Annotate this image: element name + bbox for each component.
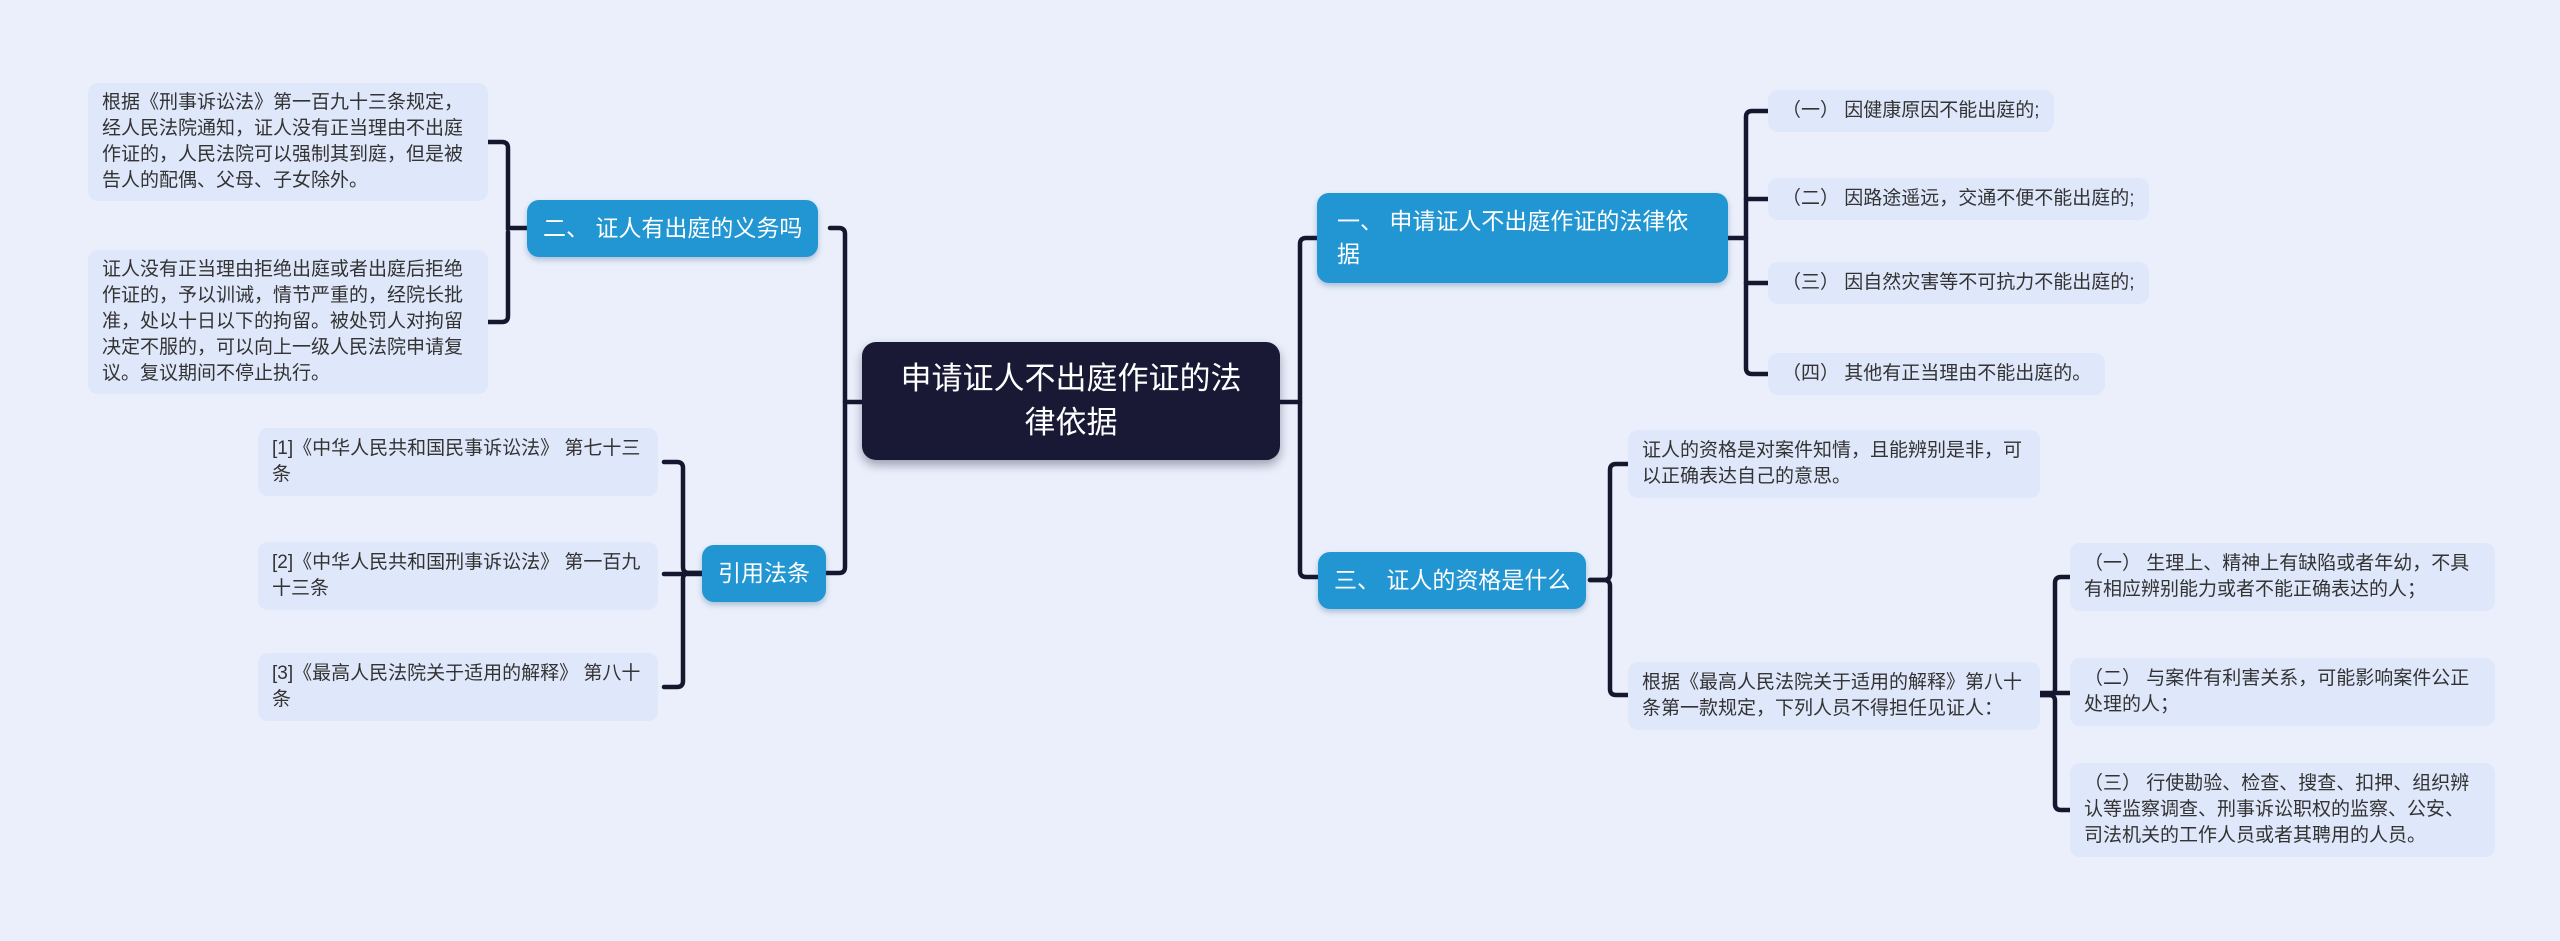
branch-citations[interactable]: 引用法条 bbox=[702, 545, 826, 602]
citation-item-3[interactable]: [3]《最高人民法院关于适用的解释》 第八十条 bbox=[258, 653, 658, 721]
connector-qualification-note-1 bbox=[1587, 461, 1635, 583]
excluded-person-item-3[interactable]: （三） 行使勘验、检查、搜查、扣押、组织辨认等监察调查、刑事诉讼职权的监察、公安… bbox=[2070, 763, 2495, 857]
connector-legal-items-trunk bbox=[1743, 108, 1775, 377]
connector-obligation-note-2 bbox=[485, 229, 511, 325]
connector-excluded-1 bbox=[2035, 574, 2077, 698]
connector-left-trunk bbox=[819, 225, 848, 576]
citation-item-2[interactable]: [2]《中华人民共和国刑事诉讼法》 第一百九十三条 bbox=[258, 542, 658, 610]
qualification-note-1[interactable]: 证人的资格是对案件知情，且能辨别是非，可以正确表达自己的意思。 bbox=[1628, 430, 2040, 498]
qualification-note-2[interactable]: 根据《最高人民法院关于适用的解释》第八十条第一款规定，下列人员不得担任见证人： bbox=[1628, 662, 2040, 730]
legal-basis-item-1[interactable]: （一） 因健康原因不能出庭的; bbox=[1768, 90, 2054, 132]
branch-obligation[interactable]: 二、 证人有出庭的义务吗 bbox=[527, 200, 819, 257]
legal-basis-item-4[interactable]: （四） 其他有正当理由不能出庭的。 bbox=[1768, 353, 2106, 395]
connector-right-trunk bbox=[1297, 235, 1325, 580]
legal-basis-item-3[interactable]: （三） 因自然灾害等不可抗力不能出庭的; bbox=[1768, 262, 2149, 304]
connector-citation-3 bbox=[661, 570, 707, 690]
citation-item-1[interactable]: [1]《中华人民共和国民事诉讼法》 第七十三条 bbox=[258, 428, 658, 496]
excluded-person-item-2[interactable]: （二） 与案件有利害关系，可能影响案件公正处理的人； bbox=[2070, 658, 2495, 726]
connector-citation-1 bbox=[661, 459, 707, 576]
connector-qualification-note-2 bbox=[1587, 577, 1635, 698]
obligation-note-1[interactable]: 根据《刑事诉讼法》第一百九十三条规定，经人民法院通知，证人没有正当理由不出庭作证… bbox=[88, 83, 488, 201]
branch-qualification[interactable]: 三、 证人的资格是什么 bbox=[1318, 552, 1587, 609]
legal-basis-item-2[interactable]: （二） 因路途遥远，交通不便不能出庭的; bbox=[1768, 178, 2149, 220]
excluded-person-item-1[interactable]: （一） 生理上、精神上有缺陷或者年幼，不具有相应辨别能力或者不能正确表达的人； bbox=[2070, 543, 2495, 611]
obligation-note-2[interactable]: 证人没有正当理由拒绝出庭或者出庭后拒绝作证的，予以训诫，情节严重的，经院长批准，… bbox=[88, 250, 488, 394]
root-node[interactable]: 申请证人不出庭作证的法律依据 bbox=[862, 342, 1280, 460]
branch-legal-basis[interactable]: 一、 申请证人不出庭作证的法律依据 bbox=[1317, 193, 1728, 283]
connector-obligation-note-1 bbox=[485, 139, 533, 231]
connector-excluded-3 bbox=[2035, 692, 2077, 813]
